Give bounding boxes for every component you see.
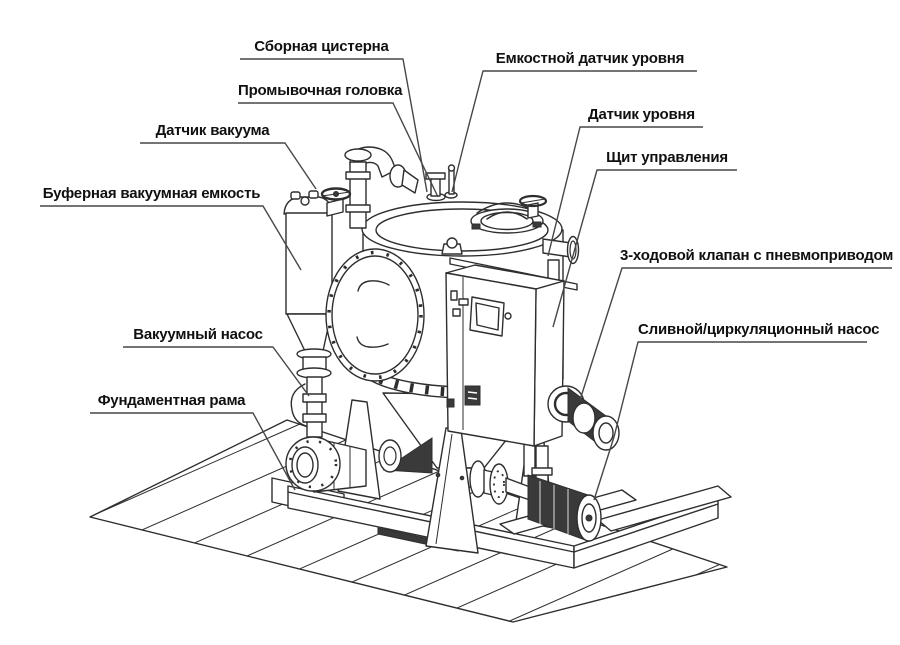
callout-leader-lines xyxy=(40,58,892,501)
leader-buffer-vessel xyxy=(40,205,302,271)
label-level-sensor: Датчик уровня xyxy=(588,106,695,123)
leader-drain-pump xyxy=(593,341,867,501)
label-control-panel: Щит управления xyxy=(606,149,728,166)
label-capacitive-level-sensor: Емкостной датчик уровня xyxy=(495,50,685,67)
vacuum-pipe-drawing xyxy=(344,146,419,229)
leader-vacuum-pump xyxy=(123,346,310,397)
label-foundation-frame: Фундаментная рама xyxy=(97,392,246,409)
vacuum-pump-drawing xyxy=(285,348,367,493)
drain-pump-drawing xyxy=(469,460,637,542)
label-washing-head: Промывочная головка xyxy=(238,82,403,99)
top-handwheel-valve-drawing xyxy=(518,194,548,219)
leader-level-sensor xyxy=(547,126,703,257)
leader-vacuum-sensor xyxy=(140,142,317,190)
label-buffer-vacuum-vessel: Буферная вакуумная емкость xyxy=(42,185,261,202)
leader-three-way-valve xyxy=(579,267,892,401)
label-collection-tank: Сборная цистерна xyxy=(254,38,389,55)
label-vacuum-pump: Вакуумный насос xyxy=(133,326,263,343)
vacuum-sensor-valve-drawing xyxy=(320,187,352,217)
buffer-vessel-drawing xyxy=(283,190,334,352)
leader-control-panel xyxy=(552,169,737,328)
tank-underside-drawing xyxy=(378,437,433,474)
label-drain-circulation-pump: Сливной/циркуляционный насос xyxy=(638,321,880,338)
label-vacuum-sensor: Датчик вакуума xyxy=(155,122,270,139)
leader-collection-tank xyxy=(240,58,428,193)
leader-capacitive-level-sensor xyxy=(451,70,697,193)
label-three-way-valve: 3-ходовой клапан с пневмоприводом xyxy=(620,247,894,264)
manhole-flange-drawing xyxy=(325,248,425,382)
lifting-lug-drawing xyxy=(441,237,463,255)
leader-foundation-frame xyxy=(90,412,296,491)
leader-washing-head xyxy=(238,102,439,198)
